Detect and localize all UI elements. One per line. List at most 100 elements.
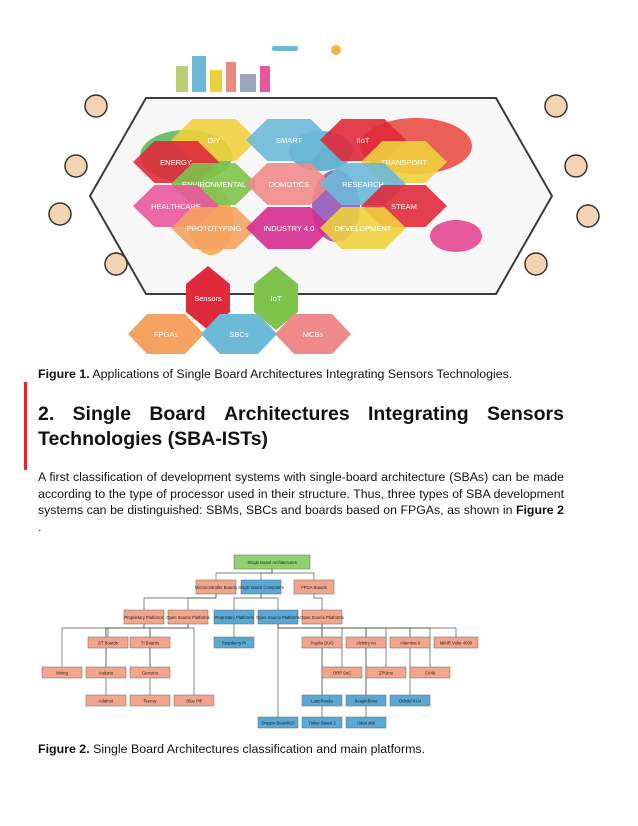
- tree-node-label: ST Boards: [98, 640, 118, 645]
- tree-node-label: Open Source Platforms: [256, 615, 300, 620]
- tree-node-label: Raspberry Pi: [222, 640, 246, 645]
- sba-hexagon: Sensors: [186, 266, 230, 330]
- tree-edge: [215, 569, 273, 580]
- tree-node-label: Papilio DUO: [310, 640, 334, 645]
- heading-word: Architectures: [223, 403, 350, 425]
- application-label: TRANSPORT: [381, 158, 428, 167]
- application-label: STEAM: [391, 202, 417, 211]
- tree-node-label: Alchitry Au: [356, 640, 376, 645]
- tree-node: Raspberry Pi: [213, 636, 255, 649]
- sba-label: MCBs: [303, 330, 324, 339]
- section-accent-bar: [24, 382, 27, 470]
- tree-node-label: Odroid XU4: [399, 698, 422, 703]
- tree-edge: [233, 594, 262, 610]
- tree-node: CV48: [409, 666, 451, 679]
- tree-edge: [260, 594, 279, 610]
- tree-node-label: Genuino: [142, 670, 159, 675]
- tree-edge: [149, 624, 189, 695]
- tree-edge: [107, 624, 145, 637]
- tree-edge: [313, 594, 323, 610]
- tree-node: Altambra II: [389, 636, 431, 649]
- tree-node-label: Single Board Architectures: [247, 560, 296, 565]
- tree-node: LattePanda: [301, 694, 343, 707]
- application-label: IIoT: [357, 136, 370, 145]
- tree-node-label: FPGA Boards: [301, 585, 327, 590]
- tree-node: Adafruit: [85, 694, 127, 707]
- application-label: RESEARCH: [342, 180, 384, 189]
- tree-node: MiMR Vidor 4000: [433, 636, 479, 649]
- tree-node-label: Adafruit: [99, 698, 114, 703]
- tree-node-label: TI Boards: [141, 640, 159, 645]
- tree-node-label: Blue Pill: [186, 698, 201, 703]
- tree-node: Genuino: [129, 666, 171, 679]
- tree-node-label: Altambra II: [400, 640, 420, 645]
- application-label: SMART: [276, 136, 303, 145]
- tree-node: ZPUino: [365, 666, 407, 679]
- sba-hexagons: Sensors IoT FPGAs SBCs MCBs: [128, 266, 351, 354]
- application-label: DEVELOPMENT: [335, 224, 392, 233]
- tree-node: Microcontroller Boards: [195, 579, 237, 595]
- figure-2-caption: Figure 2. Single Board Architectures cla…: [38, 742, 426, 756]
- sba-label: Sensors: [194, 294, 222, 303]
- application-hexagon: DOMOTICS: [246, 163, 332, 205]
- figure-2-reference[interactable]: Figure 2: [516, 503, 564, 517]
- tree-edge: [187, 594, 217, 610]
- tree-node-label: Teensy: [143, 698, 157, 703]
- tree-node: Single Board Architectures: [233, 554, 311, 570]
- tree-node: Open Source Platforms: [300, 609, 344, 625]
- tree-node-label: Open Source Platforms: [300, 615, 344, 620]
- tree-node: Teensy: [129, 694, 171, 707]
- tree-node: ST Boards: [87, 636, 129, 649]
- sba-label: SBCs: [229, 330, 248, 339]
- figure-1-caption: Figure 1. Applications of Single Board A…: [38, 367, 513, 381]
- application-label: ENVIRONMENTAL: [182, 180, 246, 189]
- sba-hexagon: SBCs: [201, 314, 277, 354]
- tree-node: Dragon Board410: [257, 716, 299, 729]
- application-hexagon: SMART: [246, 119, 332, 161]
- tree-node: FPGA Boards: [293, 579, 335, 595]
- application-hexagon: INDUSTRY 4.0: [246, 207, 332, 249]
- application-label: DIY: [208, 136, 221, 145]
- application-hexagon: DEVELOPMENT: [320, 207, 406, 249]
- sba-hexagon: FPGAs: [128, 314, 204, 354]
- tree-node-label: Proprietary Platforms: [214, 615, 253, 620]
- tree-node-label: Open Source Platforms: [166, 615, 210, 620]
- tree-node-label: MiMR Vidor 4000: [440, 640, 473, 645]
- tree-node: Proprietary Platforms: [213, 609, 255, 625]
- people-icons: [48, 94, 600, 276]
- sba-hexagon: IoT: [254, 266, 298, 330]
- tree-node: ORP SoC: [321, 666, 363, 679]
- tree-node: BeagleBone: [345, 694, 387, 707]
- tree-node-label: Single Board Computers: [238, 585, 284, 590]
- tree-node-label: BeagleBone: [355, 698, 378, 703]
- figure-2-diagram: Single Board ArchitecturesMicrocontrolle…: [41, 554, 479, 729]
- sba-hexagon: MCBs: [275, 314, 351, 354]
- tree-node-label: LattePanda: [311, 698, 333, 703]
- tree-edge: [143, 624, 151, 637]
- tree-node-label: Dragon Board410: [261, 720, 295, 725]
- heading-word: Board: [149, 403, 206, 425]
- tree-node: Single Board Computers: [238, 579, 284, 595]
- tree-edge: [277, 624, 411, 695]
- heading-word: Sensors: [487, 403, 564, 425]
- section-paragraph: A first classification of development sy…: [38, 470, 564, 534]
- tree-edge: [260, 569, 273, 580]
- application-label: INDUSTRY 4.0: [264, 224, 315, 233]
- tree-node: Wiring: [41, 666, 83, 679]
- tree-node: Arduino: [85, 666, 127, 679]
- heading-word: Single: [72, 403, 132, 425]
- application-label: DOMOTICS: [269, 180, 309, 189]
- tree-node: Papilio DUO: [301, 636, 343, 649]
- tree-node-label: CV48: [425, 670, 436, 675]
- tree-node-label: Arduino: [99, 670, 114, 675]
- sba-label: FPGAs: [154, 330, 178, 339]
- heading-word: Integrating: [367, 403, 469, 425]
- tree-edge: [105, 624, 189, 695]
- tree-edge: [277, 624, 323, 695]
- tree-node: Tinker Board 2: [301, 716, 343, 729]
- tree-node: Odroid XU4: [389, 694, 431, 707]
- application-label: HEALTHCARE: [151, 202, 201, 211]
